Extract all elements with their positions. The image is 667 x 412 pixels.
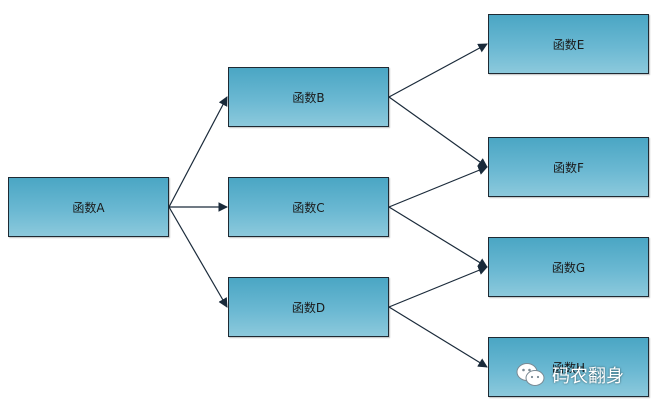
node-label: 函数F: [553, 160, 584, 175]
edge-b-to-f: [388, 96, 488, 168]
edge-d-to-g: [388, 265, 488, 308]
node-label: 函数G: [551, 260, 586, 275]
edge-b-to-e: [388, 43, 488, 98]
node-label: 函数E: [552, 37, 585, 52]
node-function-f: 函数F: [488, 137, 649, 197]
node-function-g: 函数G: [488, 237, 649, 297]
wechat-icon: [516, 362, 546, 388]
node-function-e: 函数E: [488, 14, 649, 74]
node-function-h: 函数H: [488, 337, 649, 397]
watermark: 码农翻身: [516, 362, 624, 388]
node-label: 函数D: [291, 300, 326, 315]
node-label: 函数C: [292, 200, 325, 215]
node-label: 函数A: [72, 200, 105, 215]
edge-a-to-b: [168, 96, 228, 208]
node-function-c: 函数C: [228, 177, 389, 237]
watermark-text: 码农翻身: [552, 366, 624, 387]
edge-a-to-d: [168, 206, 228, 308]
node-label: 函数B: [292, 90, 325, 105]
edge-d-to-h: [388, 306, 488, 368]
node-function-d: 函数D: [228, 277, 389, 337]
edge-c-to-g: [388, 206, 488, 268]
edge-c-to-f: [388, 165, 488, 208]
node-function-b: 函数B: [228, 67, 389, 127]
node-function-a: 函数A: [8, 177, 169, 237]
node-label: 函数H: [551, 360, 586, 375]
